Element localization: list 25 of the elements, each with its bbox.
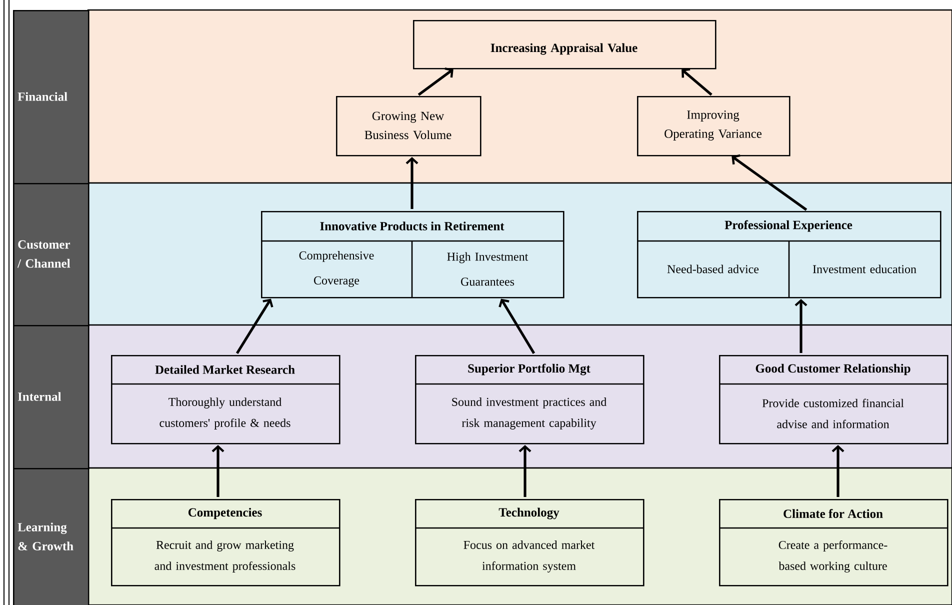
process-box: Innovative Products in Retirement Comprehensive Coverage High Investment Guarantees bbox=[261, 211, 564, 298]
lane-label: Learning & Growth bbox=[13, 468, 90, 605]
arrow bbox=[212, 445, 224, 497]
process-box: Climate for Action Create a performance-based working culture bbox=[719, 499, 948, 586]
process-box: Technology Focus on advanced market information system bbox=[415, 499, 644, 586]
arrow bbox=[682, 68, 712, 96]
arrow bbox=[732, 154, 808, 211]
lane-label: Financial bbox=[13, 10, 90, 184]
process-box: Competencies Recruit and grow marketing and investment professionals bbox=[111, 499, 340, 586]
arrow bbox=[418, 68, 454, 96]
arrow bbox=[406, 157, 418, 209]
arrow bbox=[236, 298, 274, 354]
arrow bbox=[832, 445, 844, 497]
process-box: Growing New Business Volume bbox=[336, 96, 482, 156]
lane-label: Internal bbox=[13, 325, 90, 470]
arrow bbox=[498, 298, 536, 354]
process-box: Increasing Appraisal Value bbox=[413, 20, 716, 70]
process-box: Good Customer Relationship Provide customized financial advise and information bbox=[719, 355, 948, 444]
arrow bbox=[518, 445, 532, 497]
arrow bbox=[794, 299, 808, 353]
lane-label: Customer / Channel bbox=[13, 183, 90, 326]
process-box: Superior Portfolio Mgt Sound investment practices and risk management capability bbox=[415, 355, 644, 444]
process-box: Improving Operating Variance bbox=[637, 96, 790, 156]
process-box: Detailed Market Research Thoroughly understand customers' profile & needs bbox=[111, 355, 340, 444]
process-box: Professional Experience Need-based advice Investment education bbox=[637, 211, 942, 298]
